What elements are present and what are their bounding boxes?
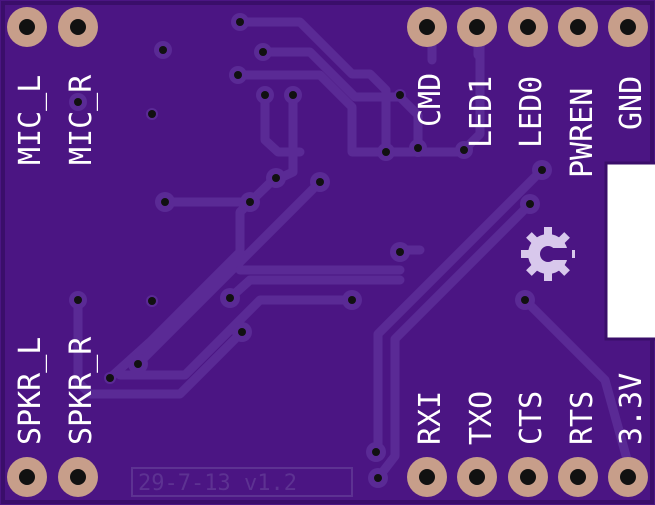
via bbox=[231, 13, 249, 31]
via bbox=[394, 89, 406, 101]
label-txo: TXO bbox=[464, 391, 499, 445]
via bbox=[229, 66, 247, 84]
via bbox=[104, 372, 116, 384]
via bbox=[69, 291, 87, 309]
label-mic-r: MIC_R bbox=[64, 74, 99, 165]
via bbox=[284, 86, 302, 104]
pad-mic-r bbox=[58, 7, 98, 47]
pad-mic-l bbox=[7, 7, 47, 47]
via bbox=[409, 139, 427, 157]
via bbox=[69, 93, 87, 111]
pad-rts bbox=[558, 457, 598, 497]
label-rts: RTS bbox=[565, 391, 600, 445]
via bbox=[368, 468, 388, 488]
via bbox=[232, 322, 252, 342]
via bbox=[154, 41, 172, 59]
label-pwren: PWREN bbox=[565, 88, 600, 178]
label-spkr-l: SPKR_L bbox=[13, 337, 48, 445]
label-led0: LED0 bbox=[514, 76, 549, 148]
via bbox=[390, 242, 410, 262]
pad-cmd bbox=[407, 7, 447, 47]
via bbox=[128, 354, 148, 374]
via bbox=[515, 290, 535, 310]
label-cts: CTS bbox=[514, 391, 549, 445]
board-cutout bbox=[604, 161, 655, 341]
version-text: 29-7-13 v1.2 bbox=[138, 471, 297, 496]
via bbox=[342, 290, 362, 310]
via bbox=[532, 160, 552, 180]
pad-spkr-r bbox=[58, 457, 98, 497]
pads-bottom bbox=[7, 457, 648, 497]
pad-txo bbox=[457, 457, 497, 497]
pad-gnd bbox=[608, 7, 648, 47]
label-cmd: CMD bbox=[413, 73, 448, 127]
version-box bbox=[131, 467, 353, 497]
pad-led1 bbox=[457, 7, 497, 47]
via bbox=[310, 172, 330, 192]
silkscreen-labels: MIC_L MIC_R SPKR_L SPKR_R CMD LED1 LED0 … bbox=[13, 73, 649, 445]
pads-top bbox=[7, 7, 648, 47]
via bbox=[520, 194, 540, 214]
via bbox=[240, 192, 260, 212]
via bbox=[266, 168, 286, 188]
pad-pwren bbox=[558, 7, 598, 47]
via bbox=[455, 141, 473, 159]
via bbox=[377, 143, 395, 161]
open-hardware-gear-icon bbox=[521, 227, 575, 281]
pad-3v3 bbox=[608, 457, 648, 497]
pad-rxi bbox=[407, 457, 447, 497]
pad-spkr-l bbox=[7, 457, 47, 497]
via bbox=[254, 43, 272, 61]
label-spkr-r: SPKR_R bbox=[64, 336, 99, 445]
vias bbox=[69, 13, 552, 488]
pad-cts bbox=[508, 457, 548, 497]
pad-led0 bbox=[508, 7, 548, 47]
label-gnd: GND bbox=[614, 76, 649, 130]
label-3v3: 3.3V bbox=[614, 373, 649, 445]
label-led1: LED1 bbox=[464, 76, 499, 148]
via bbox=[155, 192, 175, 212]
via bbox=[256, 86, 274, 104]
via bbox=[146, 295, 158, 307]
via bbox=[220, 288, 240, 308]
via bbox=[366, 442, 386, 462]
label-mic-l: MIC_L bbox=[13, 75, 48, 165]
label-rxi: RXI bbox=[413, 391, 448, 445]
via bbox=[146, 108, 158, 120]
